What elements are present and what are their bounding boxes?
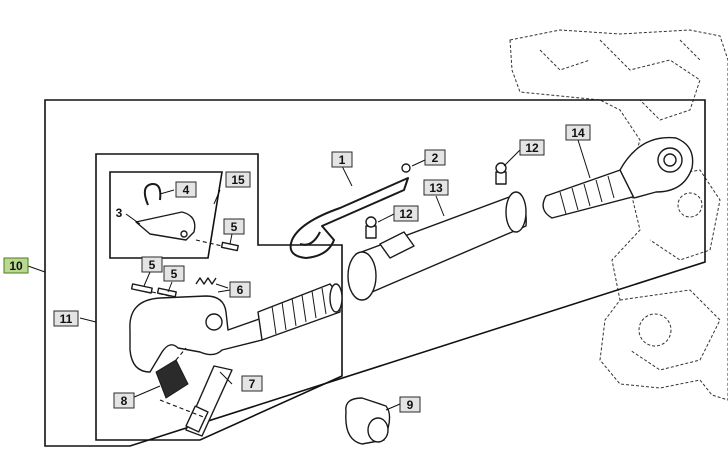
svg-text:5: 5: [231, 220, 238, 234]
callout-3[interactable]: 3: [116, 206, 123, 220]
svg-text:4: 4: [183, 183, 190, 197]
kit-frame: [109, 171, 223, 259]
svg-text:12: 12: [399, 207, 413, 221]
callout-12-left[interactable]: 12: [393, 205, 419, 222]
svg-text:13: 13: [429, 181, 443, 195]
tube-body: [347, 191, 527, 301]
callout-7[interactable]: 7: [241, 375, 263, 392]
pins-hook: [130, 283, 179, 299]
svg-text:5: 5: [149, 258, 156, 272]
svg-text:9: 9: [407, 398, 414, 412]
callout-2[interactable]: 2: [424, 149, 446, 166]
spring-clip: [143, 182, 162, 206]
latch-plate: [135, 211, 196, 241]
svg-text:12: 12: [525, 141, 539, 155]
svg-text:15: 15: [231, 173, 245, 187]
bushing: [345, 397, 391, 445]
callout-9[interactable]: 9: [399, 396, 421, 413]
svg-text:10: 10: [9, 259, 23, 273]
callout-10[interactable]: 10: [3, 257, 29, 274]
callout-13[interactable]: 13: [423, 179, 449, 196]
subassembly-frame: [95, 153, 343, 441]
svg-text:8: 8: [121, 394, 128, 408]
callout-11[interactable]: 11: [53, 310, 79, 327]
retaining-pin: [401, 163, 411, 173]
grease-fitting-left: [365, 216, 377, 239]
spring: [195, 277, 229, 289]
callout-12-top[interactable]: 12: [519, 139, 545, 156]
background-tractor-outline: [509, 29, 728, 401]
callout-5-left[interactable]: 5: [141, 256, 163, 273]
callout-1[interactable]: 1: [331, 151, 353, 168]
callout-5-kit[interactable]: 5: [223, 218, 245, 235]
pin-kit: [195, 239, 239, 252]
wire-loop: [289, 177, 409, 259]
callout-14[interactable]: 14: [565, 124, 591, 141]
callout-6[interactable]: 6: [229, 281, 251, 298]
lever: [159, 365, 233, 437]
wear-pad: [155, 347, 189, 399]
svg-text:7: 7: [249, 377, 256, 391]
callout-5-right[interactable]: 5: [163, 265, 185, 282]
svg-text:5: 5: [171, 267, 178, 281]
svg-text:14: 14: [571, 126, 585, 140]
svg-text:6: 6: [237, 283, 244, 297]
svg-text:1: 1: [339, 153, 346, 167]
rod-end: [542, 136, 694, 219]
svg-text:2: 2: [432, 151, 439, 165]
callout-4[interactable]: 4: [175, 181, 197, 198]
callout-8[interactable]: 8: [113, 392, 135, 409]
grease-fitting-top: [495, 162, 507, 185]
leader-lines: [27, 139, 591, 411]
hook-end: [129, 283, 343, 373]
svg-text:11: 11: [60, 312, 73, 326]
svg-text:3: 3: [116, 206, 123, 220]
callout-15[interactable]: 15: [225, 171, 251, 188]
assembly-frame: [44, 99, 706, 447]
